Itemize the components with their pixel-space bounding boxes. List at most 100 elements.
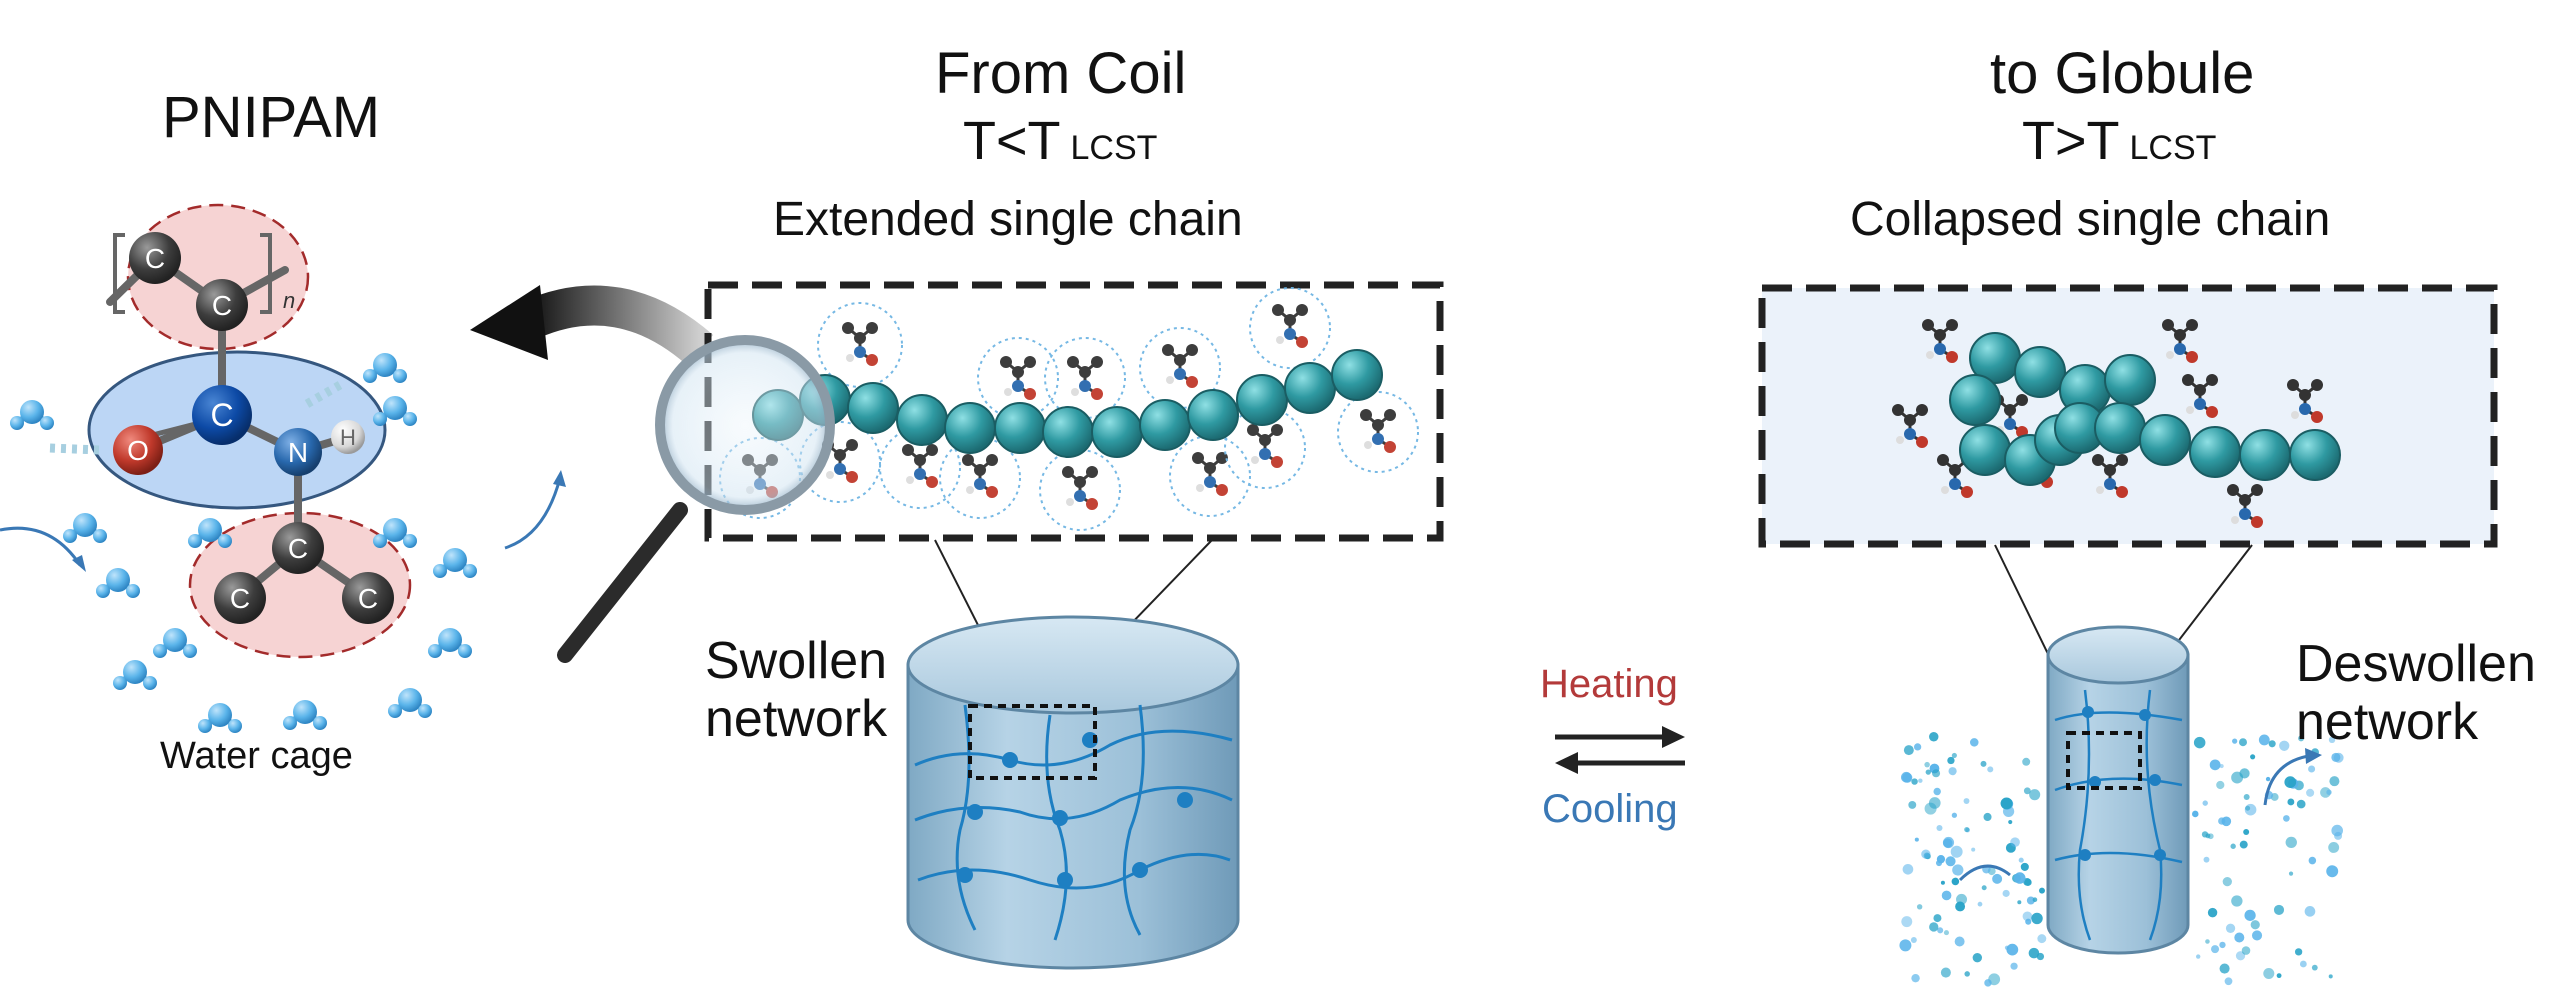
water-dot xyxy=(1924,761,1930,768)
water-dot xyxy=(2284,776,2297,788)
water-dot xyxy=(2283,815,2290,822)
water-dot xyxy=(2258,734,2270,746)
water-dot xyxy=(1928,797,1941,809)
water-dot xyxy=(1929,732,1939,742)
water-dot xyxy=(2029,789,2041,801)
coil-bead-chain xyxy=(752,349,1383,458)
water-dot xyxy=(2241,946,2251,955)
water-dot xyxy=(2231,895,2243,907)
water-dot xyxy=(2328,736,2336,744)
coil-heading: From Coil xyxy=(935,41,1187,106)
water-dot xyxy=(1947,756,1955,765)
atom-label-c: C xyxy=(288,533,308,564)
swollen-label-line2: network xyxy=(705,690,888,748)
water-dot xyxy=(2251,930,2263,941)
water-dot xyxy=(1977,901,1983,907)
zoom-region xyxy=(968,704,1097,780)
globule-temp-main: T>T xyxy=(2022,111,2120,171)
water-dot xyxy=(2296,799,2306,809)
water-dot xyxy=(2244,909,2256,921)
coil-chain-panel xyxy=(704,281,1444,542)
water-dot xyxy=(1940,880,1945,885)
water-dot xyxy=(1948,767,1957,776)
chain-bead xyxy=(1949,374,2001,426)
water-dot xyxy=(2216,780,2225,790)
water-dot xyxy=(1911,778,1918,785)
water-dot xyxy=(2311,964,2318,971)
chain-bead xyxy=(994,402,1046,454)
water-dot xyxy=(2010,962,2018,970)
chain-bead xyxy=(2189,426,2241,478)
water-dot xyxy=(2025,918,2032,925)
water-dot xyxy=(1933,914,1942,923)
water-dot xyxy=(2239,738,2247,747)
water-dot xyxy=(1945,856,1956,867)
water-dot xyxy=(2225,923,2236,933)
atom-label-c: C xyxy=(212,290,232,321)
water-dot xyxy=(2221,816,2232,827)
zoom-arrow xyxy=(521,285,714,366)
water-dot xyxy=(2268,740,2276,748)
water-dot xyxy=(2239,840,2248,849)
water-dot xyxy=(1911,973,1920,983)
water-dot xyxy=(1972,952,1983,963)
water-dot xyxy=(2285,836,2297,849)
water-dot xyxy=(2250,920,2260,930)
water-dot xyxy=(1970,738,1979,747)
water-dot xyxy=(1951,877,1960,886)
water-dot xyxy=(2038,887,2045,894)
water-dot xyxy=(2022,911,2033,922)
water-dot xyxy=(2008,819,2013,825)
chain-bead xyxy=(944,402,996,454)
water-dot xyxy=(2205,939,2210,944)
water-dot xyxy=(1925,769,1931,775)
water-dot xyxy=(1932,769,1941,778)
chain-bead xyxy=(847,382,899,434)
water-dot xyxy=(2243,794,2250,800)
water-dot xyxy=(2234,932,2245,943)
atom-label-o: O xyxy=(127,435,149,466)
water-dot xyxy=(2219,941,2226,949)
equilibrium-arrows xyxy=(1555,726,1685,774)
water-dot xyxy=(1950,845,1963,858)
water-dot xyxy=(2006,943,2019,956)
water-dot xyxy=(2193,736,2206,749)
water-dot xyxy=(1952,864,1964,876)
water-dot xyxy=(2028,947,2040,959)
water-dot xyxy=(2224,977,2233,986)
water-dot xyxy=(2273,904,2285,915)
water-dot xyxy=(2202,800,2208,806)
water-dot xyxy=(2020,862,2029,871)
atom-label-c: C xyxy=(145,243,165,274)
water-dot xyxy=(2014,872,2026,884)
chain-bead xyxy=(2094,402,2146,454)
expelled-water xyxy=(1899,732,2344,987)
water-dot xyxy=(1916,904,1923,910)
water-dot xyxy=(2239,768,2250,779)
water-dot xyxy=(2002,889,2010,897)
atom-label-c: C xyxy=(358,583,378,614)
water-dot xyxy=(1971,847,1976,852)
deswollen-label-line1: Deswollen xyxy=(2296,635,2536,693)
water-dot xyxy=(1908,800,1917,809)
coil-description: Extended single chain xyxy=(773,193,1243,246)
atom-label-n: N xyxy=(288,437,308,468)
water-dot xyxy=(2333,752,2344,763)
deswollen-label-line2: network xyxy=(2296,693,2479,751)
chain-bead xyxy=(1042,406,1094,458)
repeat-subscript: n xyxy=(283,288,295,313)
water-dot xyxy=(2222,876,2232,887)
chain-bead xyxy=(1284,362,1336,414)
water-dot xyxy=(1910,937,1917,944)
water-dot xyxy=(1918,778,1923,783)
globule-heading: to Globule xyxy=(1990,41,2255,106)
water-flow-arrow-right xyxy=(504,477,562,550)
water-dot xyxy=(1964,971,1970,977)
chain-bead xyxy=(1331,349,1383,401)
water-dot xyxy=(2211,945,2220,954)
water-dot xyxy=(1981,885,1987,891)
water-dot xyxy=(2031,912,2043,925)
water-dot xyxy=(2245,805,2251,811)
